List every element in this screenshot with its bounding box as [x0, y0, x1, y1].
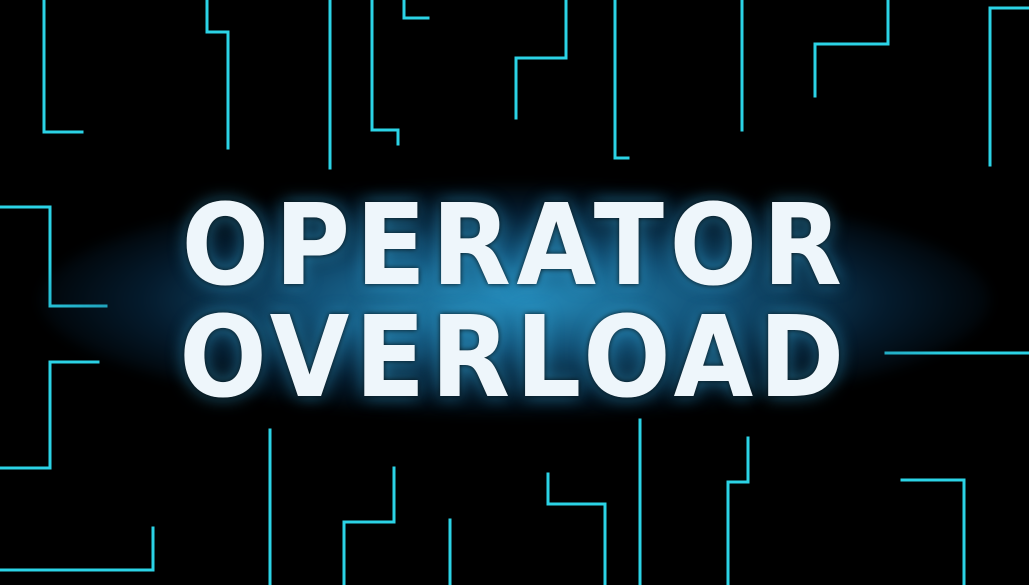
title-glow	[40, 185, 990, 415]
title-line-1: OPERATOR	[181, 181, 848, 311]
title-line-2: OVERLOAD	[179, 293, 850, 423]
game-title: OPERATOR OVERLOAD	[0, 190, 1029, 414]
